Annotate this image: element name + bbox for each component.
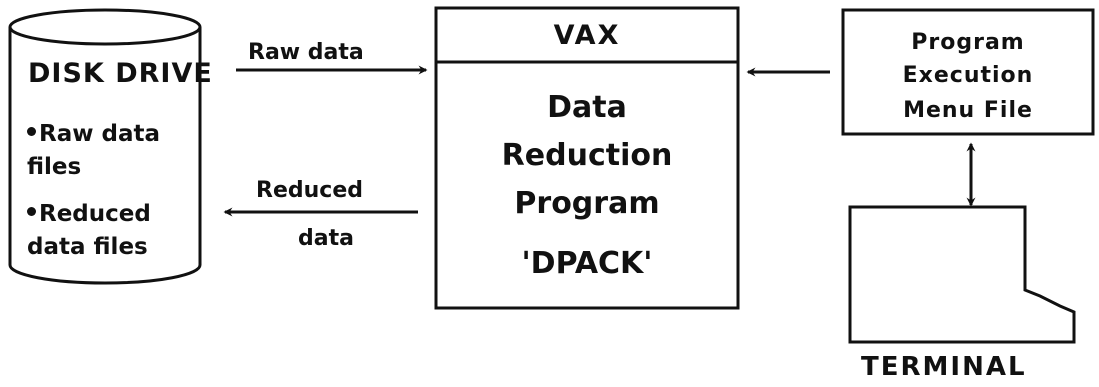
disk-item-reduced-line2: data files (27, 234, 148, 260)
menu-file-line1: Program (911, 30, 1025, 55)
menu-file-line3: Menu File (903, 98, 1033, 123)
terminal-label: TERMINAL (861, 352, 1027, 382)
terminal-shape (848, 205, 1076, 344)
disk-item-raw-files: Raw data files (27, 118, 160, 184)
menu-file-line2: Execution (902, 63, 1034, 88)
vax-line-reduction: Reduction (501, 138, 673, 173)
reduced-data-label-line2: data (298, 226, 354, 251)
disk-item-reduced-files: Reduced data files (27, 198, 151, 264)
disk-item-raw-line2: files (27, 154, 82, 180)
disk-drive-cylinder (8, 8, 202, 285)
vax-line-program: Program (514, 186, 660, 221)
menu-file-box (841, 8, 1095, 136)
disk-item-raw-line1: Raw data (39, 121, 160, 147)
bullet-icon (27, 127, 36, 136)
disk-item-reduced-line1: Reduced (39, 201, 151, 227)
reduced-data-label-line1: Reduced (256, 178, 363, 203)
vax-title: VAX (553, 20, 621, 51)
disk-drive-title: DISK DRIVE (28, 58, 213, 89)
vax-line-data: Data (547, 90, 627, 125)
vax-line-dpack: 'DPACK' (521, 246, 653, 281)
vax-box (434, 6, 740, 310)
raw-data-label: Raw data (248, 40, 364, 65)
bullet-icon (27, 207, 36, 216)
